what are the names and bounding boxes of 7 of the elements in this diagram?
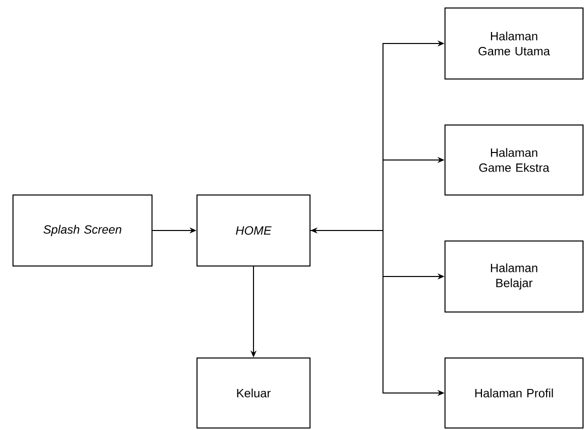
process-box: Splash Screen <box>12 194 152 266</box>
process-box: Keluar <box>196 358 310 428</box>
process-box: Halaman Game Utama <box>444 8 584 80</box>
process-box: Halaman Game Ekstra <box>444 124 584 196</box>
process-box: Halaman Belajar <box>444 240 584 312</box>
process-box: HOME <box>196 194 310 266</box>
process-box: Halaman Profil <box>444 358 584 428</box>
